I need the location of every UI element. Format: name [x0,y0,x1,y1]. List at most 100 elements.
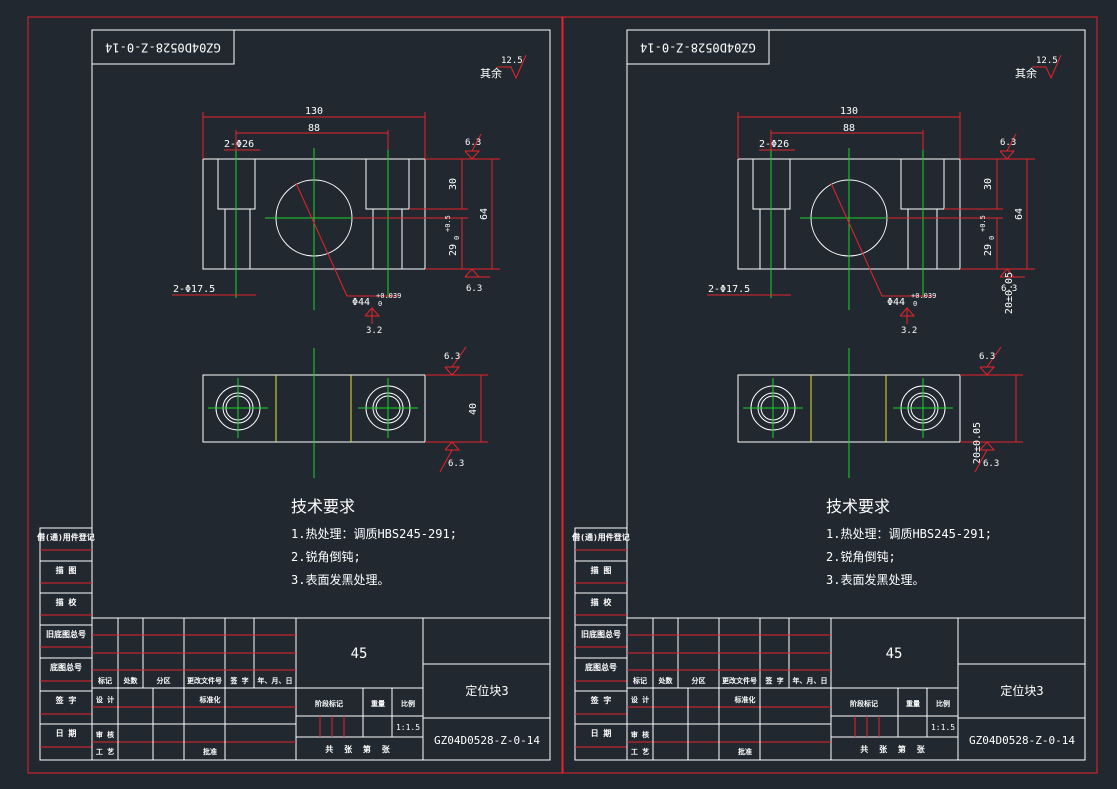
rev-header-4: 更改文件号 [722,676,757,685]
dim-130-text: 130 [305,106,323,117]
bore-roughness-symbol [364,307,381,317]
side-label-1: 借(通)用件登记 [36,532,95,542]
bore-roughness-symbol [899,307,916,317]
dim-88-text: 88 [843,123,855,134]
dim-throughhole-text: 2-Φ17.5 [173,284,215,295]
tech-req-item-2: 2.锐角倒钝; [826,550,896,564]
rev-header-5: 签 字 [229,676,248,685]
sheet-1: GZ04D0528-Z-0-14其余12.5130882-Φ262-Φ17.5Φ… [27,16,563,774]
dim-29-tol-upper: +0.5 [444,215,452,232]
tb-code: GZ04D0528-Z-0-14 [969,734,1075,747]
front-section-view: 130882-Φ262-Φ17.5Φ44+0.03903.23029+0.506… [172,106,500,336]
tech-req-item-1: 1.热处理：调质HBS245-291; [291,527,457,541]
dim-29-tol-lower: 0 [988,236,996,240]
tb-process: 工 艺 [96,747,114,756]
rough-tail [451,346,467,368]
tech-req-title: 技术要求 [826,497,890,516]
tb-sheets-text: 共 张 第 张 [325,744,392,754]
dim-bore-tol-lower: 0 [378,300,382,308]
dim-30-text: 30 [983,178,994,190]
tb-code: GZ04D0528-Z-0-14 [434,734,540,747]
tb-design: 设 计 [96,695,114,704]
tech-req-item-1: 1.热处理：调质HBS245-291; [826,527,992,541]
rev-header-3: 分区 [692,676,706,685]
roughness-plan-top-text: 6.3 [444,352,460,362]
tb-stage-label: 阶段标记 [315,699,343,708]
bore-roughness-text: 3.2 [901,326,917,336]
through-hole-cut-1 [224,208,251,270]
roughness-plan-top-symbol [444,366,461,376]
dim-bore-tol-lower: 0 [913,300,917,308]
rough-tail [1006,133,1017,152]
tb-scale: 1:1.5 [396,723,420,732]
bore-diam-line [830,182,883,297]
tech-req-item-2: 2.锐角倒钝; [291,550,361,564]
rev-header-5: 签 字 [764,676,783,685]
roughness-top-text: 6.3 [465,138,481,148]
side-label-2: 描 图 [591,565,612,575]
tb-material: 45 [886,646,903,662]
tb-approve: 批准 [738,747,752,756]
plan-tol-top-text: 20±0.05 [1004,272,1015,314]
dim-bore-text: Φ44 [352,297,370,308]
roughness-rest-label: 其余 [480,66,502,80]
roughness-rest-value: 12.5 [501,56,523,66]
tb-scale-label: 比例 [401,699,415,708]
drawing-code-rotated: GZ04D0528-Z-0-14 [640,41,756,55]
side-label-1: 借(通)用件登记 [571,532,630,542]
roughness-bottom-text: 6.3 [466,284,482,294]
side-label-5: 底图总号 [584,662,617,672]
dim-counterbore-text: 2-Φ26 [224,139,254,150]
tb-weight-label: 重量 [371,699,385,708]
rev-header-1: 标记 [97,676,112,685]
side-column-box [574,527,628,761]
dim-40-text: 40 [468,403,479,415]
dim-29-text: 29 [983,244,994,256]
dim-30-text: 30 [448,178,459,190]
rev-header-1: 标记 [632,676,647,685]
tb-design: 设 计 [631,695,649,704]
roughness-plan-bottom-text: 6.3 [448,459,464,469]
roughness-bottom-symbol [464,268,481,278]
side-label-7: 日 期 [56,728,77,738]
side-label-5: 底图总号 [49,662,82,672]
tb-check: 审 核 [96,730,114,739]
side-label-2: 描 图 [56,565,77,575]
roughness-rest-symbol [1032,54,1062,80]
dim-29-tol-upper: +0.5 [979,215,987,232]
tech-req-title: 技术要求 [291,497,355,516]
sheet-frame [27,16,563,774]
rough-tail [471,133,482,152]
side-label-4: 旧底图总号 [581,629,621,639]
roughness-rest-symbol [497,54,527,80]
tb-stage-label: 阶段标记 [850,699,878,708]
rough-tail [974,449,988,473]
roughness-rest-label: 其余 [1015,66,1037,80]
roughness-plan-top-text: 6.3 [979,352,995,362]
roughness-bottom-text: 6.3 [1001,284,1017,294]
roughness-top-symbol [999,150,1016,160]
sheet-2: GZ04D0528-Z-0-14其余12.5130882-Φ262-Φ17.5Φ… [562,16,1098,774]
rev-header-6: 年、月、日 [258,676,293,685]
tb-check: 审 核 [631,730,649,739]
title-block: 标记处数分区更改文件号签 字年、月、日设 计标准化审 核工 艺批准45阶段标记重… [91,617,551,761]
side-column-box [39,527,93,761]
front-section-view: 130882-Φ262-Φ17.5Φ44+0.03903.23029+0.506… [707,106,1035,336]
side-label-4: 旧底图总号 [46,629,86,639]
dim-bore-tol-upper: +0.039 [376,292,401,300]
roughness-plan-top-symbol [979,366,996,376]
tb-part-name: 定位块3 [465,683,508,698]
tb-standardize: 标准化 [199,695,221,704]
sheet-frame [562,16,1098,774]
tb-approve: 批准 [203,747,217,756]
sheets-root: GZ04D0528-Z-0-14其余12.5130882-Φ262-Φ17.5Φ… [27,16,1098,774]
title-block-frame [91,617,551,761]
side-label-6: 签 字 [55,695,77,705]
roughness-rest-value: 12.5 [1036,56,1058,66]
roughness-top-symbol [464,150,481,160]
drawing-code-rotated: GZ04D0528-Z-0-14 [105,41,221,55]
dim-counterbore-text: 2-Φ26 [759,139,789,150]
